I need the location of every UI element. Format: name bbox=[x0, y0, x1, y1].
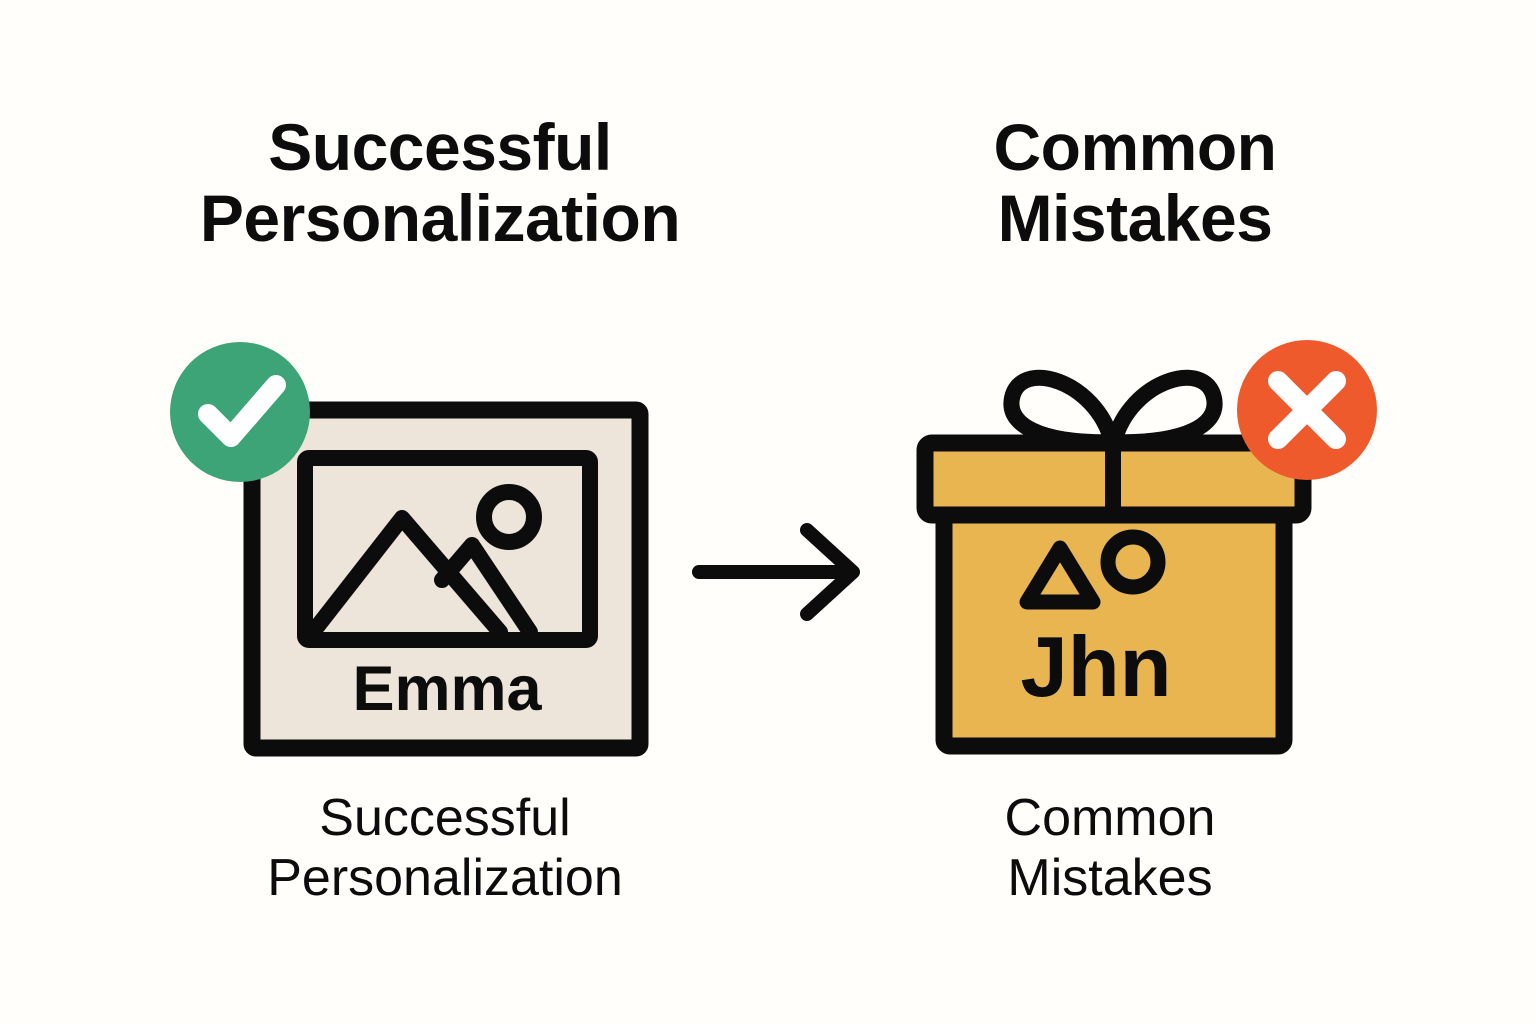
left-panel-heading: Successful Personalization bbox=[199, 110, 681, 256]
right-panel-caption: Common Mistakes bbox=[1004, 789, 1216, 908]
arrow-right-icon bbox=[685, 520, 880, 625]
photo-frame-icon: Emma bbox=[243, 401, 649, 757]
left-illustration: Emma bbox=[170, 340, 670, 770]
gift-bow-icon bbox=[1003, 369, 1223, 451]
gift-box-icon: Jhn bbox=[916, 369, 1312, 755]
right-illustration: Jhn bbox=[900, 340, 1390, 770]
recipient-name-label: Emma bbox=[352, 654, 542, 724]
broken-glyph-symbols bbox=[1019, 529, 1166, 610]
mountain-landscape-icon bbox=[305, 510, 538, 640]
left-panel-caption: Successful Personalization bbox=[267, 789, 623, 908]
x-circle-icon bbox=[1237, 340, 1377, 480]
check-circle-icon bbox=[170, 342, 310, 482]
truncated-name-label: Jhn bbox=[1020, 620, 1171, 715]
sun-icon bbox=[476, 484, 542, 550]
right-panel-heading: Common Mistakes bbox=[993, 110, 1277, 256]
